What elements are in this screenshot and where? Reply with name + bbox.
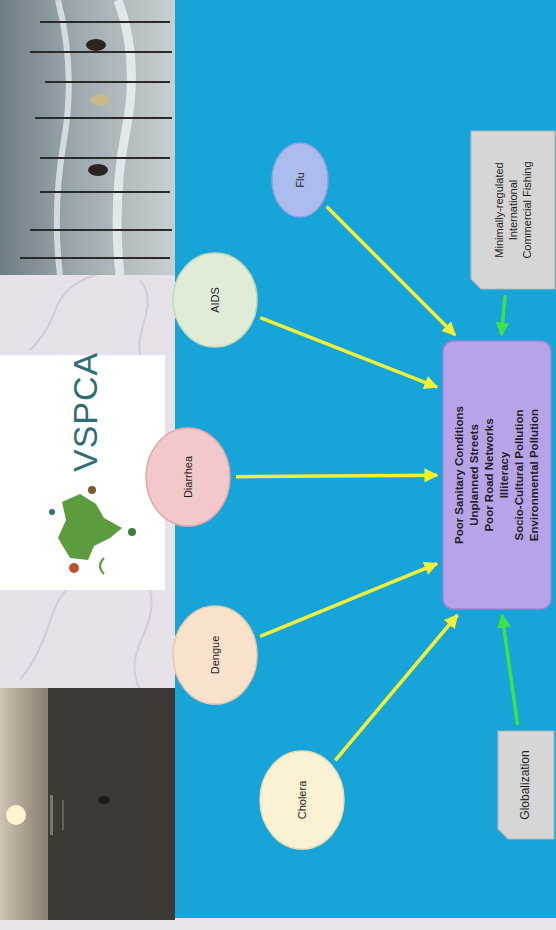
text-group: Minimally-regulated International Commer… xyxy=(492,154,535,266)
circle-shape xyxy=(146,428,230,526)
disease-circle: AIDS xyxy=(172,252,258,348)
node-text: Socio-Cultural Pollution xyxy=(512,406,527,544)
circle-shape xyxy=(173,253,257,347)
text-group: Cholera xyxy=(295,781,309,820)
disease-circle: Flu xyxy=(271,142,329,218)
arrow-connector xyxy=(236,475,437,476)
node-text: Poor Road Networks xyxy=(482,406,497,544)
node-text: Diarrhea xyxy=(181,456,195,498)
text-group: Diarrhea xyxy=(181,456,195,498)
stilt-fishing-photo xyxy=(0,0,175,275)
node-text: Globalization xyxy=(518,750,534,819)
sunset-photo xyxy=(0,688,175,920)
cause-box: Poor Sanitary ConditionsUnplanned Street… xyxy=(442,340,552,610)
text-group: Globalization xyxy=(518,750,534,819)
text-group: Poor Sanitary ConditionsUnplanned Street… xyxy=(452,406,542,544)
blue-panel xyxy=(175,0,556,918)
node-text: Environmental Pollution xyxy=(527,406,542,544)
box-shape xyxy=(471,131,555,289)
disease-circle: Cholera xyxy=(259,750,345,850)
arrow-connector xyxy=(501,295,505,335)
box-shape xyxy=(443,341,551,609)
node-text: Minimally-regulated International Commer… xyxy=(492,154,535,266)
node-text: Poor Sanitary Conditions xyxy=(452,406,467,544)
arrow-connector xyxy=(335,615,457,760)
text-group: Dengue xyxy=(208,636,222,675)
circle-shape xyxy=(272,143,328,217)
disease-circle: Diarrhea xyxy=(145,427,231,527)
node-text: Flu xyxy=(293,172,307,187)
node-text: Unplanned Streets xyxy=(467,406,482,544)
text-group: Flu xyxy=(293,172,307,187)
arrow-connector xyxy=(260,318,437,387)
disease-circle: Dengue xyxy=(172,605,258,705)
arrow-connector xyxy=(260,564,437,637)
factor-box: Minimally-regulated International Commer… xyxy=(470,130,556,290)
node-text: AIDS xyxy=(208,287,222,313)
circle-shape xyxy=(260,751,344,849)
logo-text: VSPCA xyxy=(66,352,105,472)
node-text: Dengue xyxy=(208,636,222,675)
box-shape xyxy=(498,731,554,839)
circle-shape xyxy=(173,606,257,704)
factor-box: Globalization xyxy=(497,730,555,840)
node-text: Illiteracy xyxy=(497,406,512,544)
arrow-connector xyxy=(502,615,517,725)
arrow-connector xyxy=(327,207,455,335)
text-group: AIDS xyxy=(208,287,222,313)
node-text: Cholera xyxy=(295,781,309,820)
